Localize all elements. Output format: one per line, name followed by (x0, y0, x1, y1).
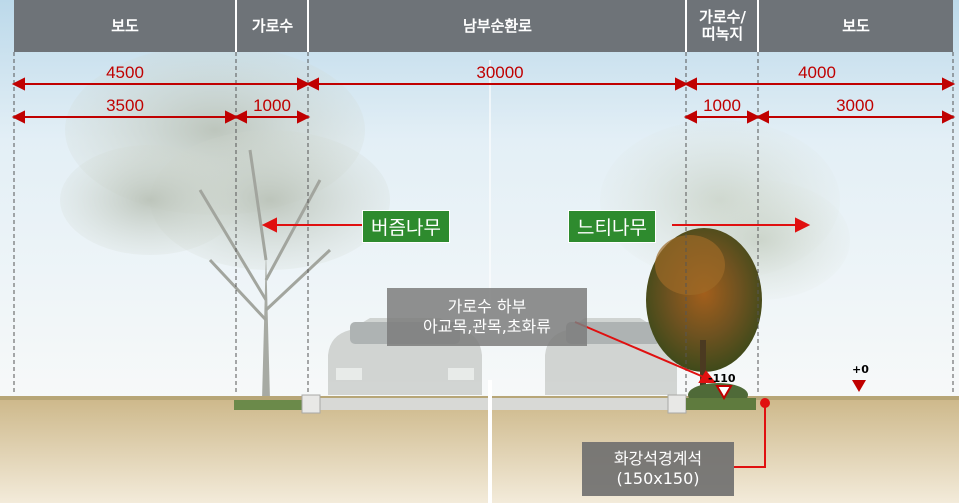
curb-line1: 화강석경계석 (613, 449, 703, 468)
plane-tree-label: 버즘나무 (362, 210, 450, 243)
header-street-tree: 가로수 (237, 0, 308, 52)
dimension-label: 3500 (106, 96, 144, 115)
level-median-value: -110 (708, 372, 736, 385)
note-line1: 가로수 하부 (447, 297, 527, 316)
header-label: 보도 (111, 16, 139, 35)
zelkova-tree-label: 느티나무 (568, 210, 656, 243)
section-guides (13, 52, 954, 392)
header-label-line1: 가로수/ (699, 8, 746, 26)
header-label-line2: 띠녹지 (701, 25, 744, 43)
level-marker-sidewalk (852, 380, 866, 392)
header-label: 가로수 (251, 16, 294, 35)
curb-left (301, 394, 321, 414)
median-shrub (646, 228, 762, 410)
planting-strip-left (234, 400, 306, 410)
curb-right (667, 394, 687, 414)
level-sidewalk-value: +0 (852, 363, 869, 376)
understory-note: 가로수 하부 아교목,관목,초화류 (387, 288, 587, 346)
tree-pointer-arrows (261, 217, 811, 383)
curb-note: 화강석경계석 (150x150) (582, 442, 734, 496)
dimension-label: 30000 (476, 63, 524, 82)
ground (0, 398, 959, 503)
dimension-label: 1000 (703, 96, 741, 115)
curb-callout-line (734, 398, 770, 468)
dimension-lines (11, 77, 956, 124)
header-sidewalk-left: 보도 (14, 0, 236, 52)
curb-line2: (150x150) (616, 469, 700, 488)
header-sidewalk-right: 보도 (759, 0, 953, 52)
note-line2: 아교목,관목,초화류 (423, 317, 551, 336)
plane-tree (60, 45, 390, 400)
dimension-label: 4000 (798, 63, 836, 82)
level-marker-median (715, 385, 733, 400)
header-label: 보도 (842, 16, 870, 35)
header-label: 남부순환로 (462, 16, 532, 35)
header-median: 가로수/ 띠녹지 (687, 0, 758, 52)
dimension-label: 3000 (836, 96, 874, 115)
dimension-label: 4500 (106, 63, 144, 82)
dimension-label: 1000 (253, 96, 291, 115)
road-surface (308, 398, 686, 410)
header-road: 남부순환로 (309, 0, 686, 52)
